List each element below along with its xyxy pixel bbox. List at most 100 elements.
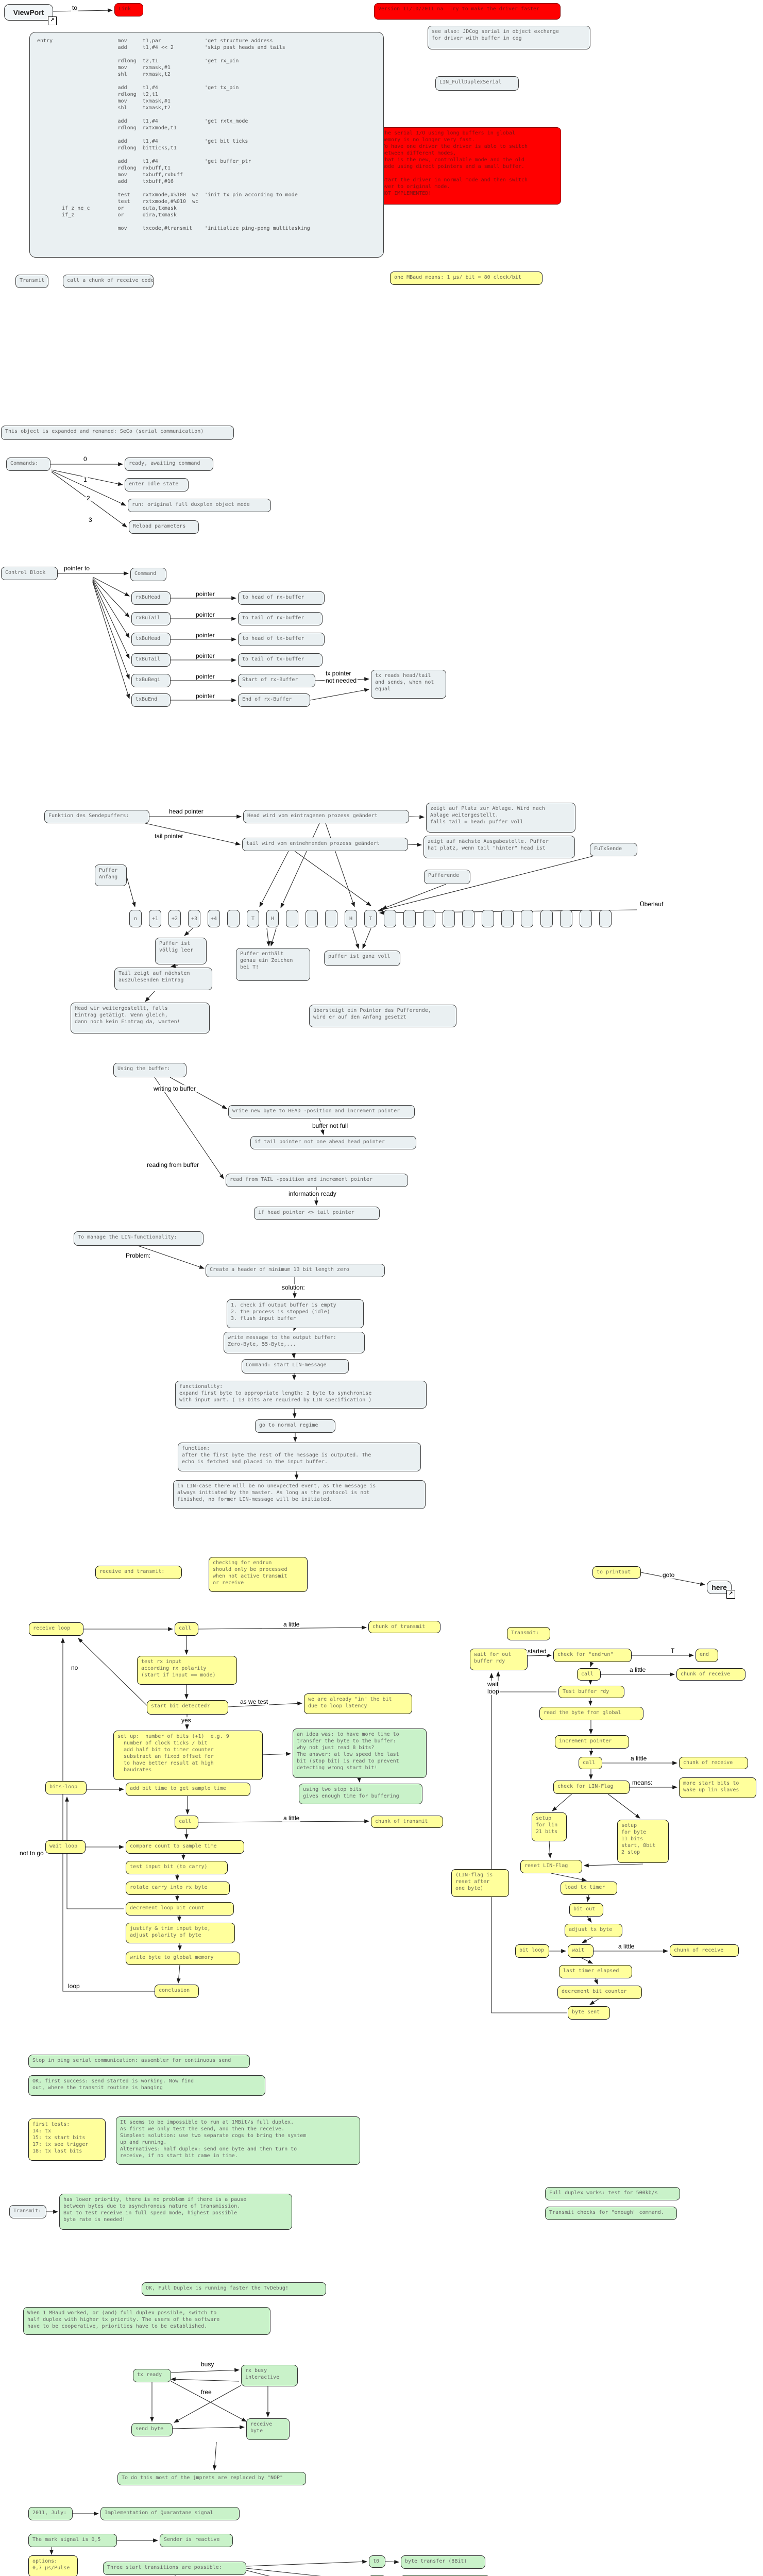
functionality-note[interactable]: functionality: expand first byte to appr… bbox=[175, 1381, 427, 1409]
buffer-cell-6[interactable]: T bbox=[247, 910, 259, 927]
head-wird[interactable]: Head wird vom eintragenen prozess geände… bbox=[243, 810, 409, 823]
jump-link-icon[interactable]: ↗ bbox=[48, 16, 57, 25]
check-lin-flag[interactable]: check for LIN-Flag bbox=[553, 1781, 630, 1794]
reset-lin-flag[interactable]: reset LIN-Flag bbox=[520, 1860, 582, 1873]
pufferende[interactable]: Pufferende bbox=[424, 870, 470, 884]
puffer-ganz-voll[interactable]: puffer ist ganz voll bbox=[324, 951, 400, 966]
receive-loop[interactable]: receive loop bbox=[29, 1622, 83, 1636]
options-note[interactable]: options: 0,7 µs/Pulse bbox=[28, 2555, 78, 2576]
transmit-flow[interactable]: Transmit: bbox=[507, 1627, 550, 1640]
control-block[interactable]: Control Block bbox=[1, 567, 58, 580]
tx-call-1[interactable]: call bbox=[577, 1668, 601, 1681]
version-banner[interactable]: Version 11/10/2011 na Try to make the dr… bbox=[374, 3, 561, 20]
start-bit-detected[interactable]: start bit detected? bbox=[147, 1700, 228, 1715]
txbubegi[interactable]: txBuBegi bbox=[131, 674, 171, 687]
buffer-cell-17[interactable] bbox=[462, 910, 474, 927]
buffer-cell-20[interactable] bbox=[521, 910, 533, 927]
stop-ping-note[interactable]: Stop in ping serial communication: assem… bbox=[28, 2055, 250, 2068]
rx-busy[interactable]: rx busy interactive bbox=[241, 2365, 298, 2386]
tail-zeigt[interactable]: Tail zeigt auf nächsten auszulesenden Ei… bbox=[114, 968, 212, 990]
tx-times-note[interactable]: first tests: 14: tx 15: tx start bits 17… bbox=[28, 2119, 106, 2161]
chunk-of-transmit-2[interactable]: chunk of transmit bbox=[371, 1816, 443, 1828]
cmd-reload[interactable]: Reload parameters bbox=[129, 520, 199, 534]
buffer-cell-11[interactable]: H bbox=[345, 910, 357, 927]
rx-call-2[interactable]: call bbox=[175, 1816, 198, 1829]
byte-sent[interactable]: byte sent bbox=[568, 2006, 610, 2020]
chunk-of-receive-1[interactable]: chunk of receive bbox=[676, 1668, 745, 1681]
write-message[interactable]: write message to the output buffer: Zero… bbox=[224, 1332, 365, 1353]
buffer-cell-15[interactable] bbox=[423, 910, 435, 927]
nop-note[interactable]: To do this most of the jmprets are repla… bbox=[117, 2472, 306, 2485]
rxbutail[interactable]: rxBuTail bbox=[131, 612, 171, 625]
idea-note[interactable]: an idea was: to have more time to transf… bbox=[293, 1728, 427, 1778]
faster-tvdebug[interactable]: OK, Full Duplex is running faster the Tv… bbox=[142, 2282, 326, 2296]
buffer-cell-9[interactable] bbox=[306, 910, 318, 927]
tx-call-2[interactable]: call bbox=[579, 1757, 602, 1769]
buffer-cell-19[interactable] bbox=[501, 910, 514, 927]
increment-pointer[interactable]: increment pointer bbox=[555, 1735, 629, 1749]
ok-first-note[interactable]: OK, first success: send started is worki… bbox=[28, 2075, 265, 2096]
test-rx-input[interactable]: test rx input according rx polarity (sta… bbox=[137, 1656, 237, 1685]
buffer-cell-10[interactable] bbox=[325, 910, 337, 927]
to-printout[interactable]: to printout bbox=[592, 1566, 641, 1579]
decrement-bits[interactable]: decrement loop bit count bbox=[126, 1902, 234, 1916]
zeigt-ausgabe[interactable]: zeigt auf nächste Ausgabestelle. Puffer … bbox=[423, 836, 575, 858]
bit-out[interactable]: bit out bbox=[569, 1903, 603, 1917]
send-byte[interactable]: send byte bbox=[131, 2423, 173, 2436]
go-normal-regime[interactable]: go to normal regime bbox=[255, 1419, 335, 1433]
create-header[interactable]: Create a header of minimum 13 bit length… bbox=[206, 1264, 385, 1277]
link-node[interactable]: Link bbox=[114, 3, 143, 16]
zeigt-ablage[interactable]: zeigt auf Platz zur Ablage. Wird nach Ab… bbox=[426, 803, 575, 833]
three-start-transitions[interactable]: Three start transitions are possible: bbox=[103, 2562, 246, 2575]
buffer-cell-24[interactable] bbox=[599, 910, 612, 927]
already-in-bit[interactable]: we are already "in" the bit due to loop … bbox=[304, 1693, 412, 1714]
buffer-cell-23[interactable] bbox=[580, 910, 592, 927]
check-endrun[interactable]: check for "endrun" bbox=[553, 1649, 632, 1662]
write-byte-global[interactable]: write byte to global memory bbox=[126, 1952, 240, 1965]
impossible-note[interactable]: It seems to be impossible to run at 1MBi… bbox=[116, 2116, 360, 2165]
transmit-top[interactable]: Transmit bbox=[15, 275, 48, 288]
puffer-anfang[interactable]: Puffer Anfang bbox=[95, 865, 127, 886]
setup-for-lin[interactable]: setup for lin 21 bits bbox=[532, 1812, 567, 1841]
puffer-ein-zeichen[interactable]: Puffer enthält genau ein Zeichen bei T! bbox=[236, 948, 310, 981]
when-1mbaud[interactable]: When 1 MBaud worked, or (and) full duple… bbox=[23, 2307, 270, 2335]
cb-command[interactable]: Command bbox=[130, 568, 166, 581]
last-timer-elapsed[interactable]: last timer elapsed bbox=[559, 1965, 632, 1978]
buffer-cell-4[interactable]: +4 bbox=[208, 910, 220, 927]
transmit-2[interactable]: Transmit: bbox=[9, 2205, 46, 2218]
to-tail-rx[interactable]: to tail of rx-buffer bbox=[238, 612, 323, 625]
mbaud-note[interactable]: one MBaud means: 1 µs/ bit = 80 clock/bi… bbox=[390, 272, 542, 285]
transmit-checks[interactable]: Transmit checks for "enough" command. bbox=[545, 2207, 677, 2220]
receive-byte[interactable]: receive byte bbox=[246, 2418, 290, 2440]
viewport-node[interactable]: ViewPort↗ bbox=[4, 4, 57, 25]
to-tail-tx[interactable]: to tail of tx-buffer bbox=[238, 653, 323, 667]
chunk-of-receive-3[interactable]: chunk of receive bbox=[670, 1944, 739, 1957]
cmd-run[interactable]: run: original full duxplex object mode bbox=[128, 499, 271, 512]
receive-and-transmit[interactable]: receive and transmit: bbox=[95, 1566, 182, 1579]
chunk-of-receive-2[interactable]: chunk of receive bbox=[679, 1757, 748, 1769]
buffer-cell-0[interactable]: n bbox=[129, 910, 142, 927]
wait-loop-left[interactable]: wait loop bbox=[45, 1840, 86, 1854]
lin-flag-note[interactable]: (LIN-flag is reset after one byte) bbox=[451, 1869, 509, 1897]
wait-out-buffer[interactable]: wait for out buffer rdy bbox=[470, 1649, 528, 1670]
lin-case-note[interactable]: in LIN-case there will be no unexpected … bbox=[173, 1480, 426, 1509]
read-byte-global[interactable]: read the byte from global bbox=[539, 1707, 643, 1720]
using-buffer[interactable]: Using the buffer: bbox=[113, 1063, 186, 1077]
manage-lin[interactable]: To manage the LIN-functionality: bbox=[74, 1231, 204, 1246]
assembly-code-block[interactable]: entry mov t1,par 'get structure address … bbox=[29, 32, 384, 258]
test-input-bit[interactable]: test input bit (to carry) bbox=[126, 1861, 228, 1874]
buffer-cell-16[interactable] bbox=[443, 910, 455, 927]
add-bit-time[interactable]: add bit time to get sample time bbox=[126, 1783, 250, 1796]
txbuhead[interactable]: txBuHead bbox=[131, 633, 171, 646]
checking-endrun[interactable]: checking for endrun should only be proce… bbox=[209, 1557, 308, 1592]
buffer-cell-21[interactable] bbox=[540, 910, 553, 927]
end-rx-buffer[interactable]: End of rx-Buffer bbox=[238, 693, 310, 707]
start-rx-buffer[interactable]: Start of rx-Buffer bbox=[238, 674, 315, 687]
tx-reads-note[interactable]: tx reads head/tail and sends, when not e… bbox=[371, 670, 446, 699]
funktion-sendepuffer[interactable]: Funktion des Sendepuffers: bbox=[44, 810, 149, 823]
puffer-leer[interactable]: Puffer ist völlig leer bbox=[155, 938, 207, 964]
setup-bits[interactable]: set up: number of bits (+1) e.g. 9 numbe… bbox=[113, 1731, 263, 1780]
conclusion[interactable]: conclusion bbox=[155, 1985, 199, 1998]
serial-io-note[interactable]: The serial I/O using long buffers in glo… bbox=[378, 127, 561, 205]
buffer-cell-8[interactable] bbox=[286, 910, 298, 927]
